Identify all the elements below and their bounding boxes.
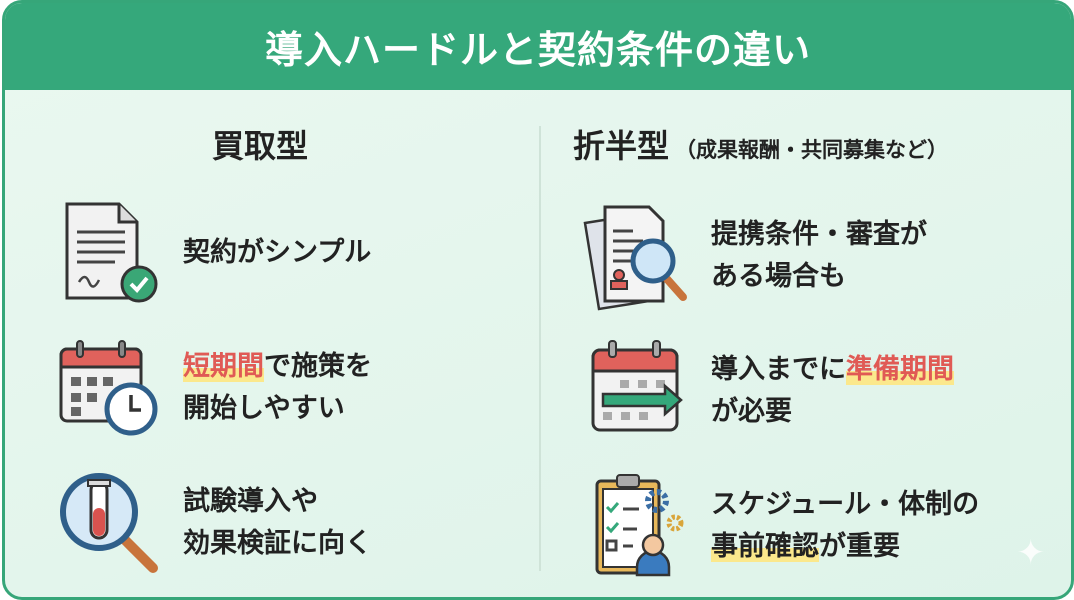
right-item-2: 導入までに準備期間 が必要	[583, 336, 954, 446]
text-line: 効果検証に向く	[183, 523, 372, 565]
text-segment: 提携条件・審査が	[711, 219, 927, 250]
right-item-1: 提携条件・審査が ある場合も	[583, 201, 927, 311]
left-item-3: 試験導入や 効果検証に向く	[55, 468, 372, 578]
document-review-icon	[583, 201, 693, 311]
text-segment: 試験導入や	[183, 486, 318, 517]
highlighted-text: 準備期間	[846, 354, 954, 385]
left-item-1: 契約がシンプル	[55, 198, 371, 308]
right-heading: 折半型	[573, 127, 670, 165]
calendar-clock-icon	[55, 333, 165, 443]
text-line: 開始しやすい	[183, 388, 372, 430]
text-line: 事前確認が重要	[711, 526, 979, 568]
page-title: 導入ハードルと契約条件の違い	[264, 28, 811, 72]
right-item-3: スケジュール・体制の 事前確認が重要	[583, 471, 979, 581]
text-segment: で施策を	[264, 351, 372, 382]
text-segment: スケジュール・体制の	[711, 489, 980, 520]
right-item-2-text: 導入までに準備期間 が必要	[711, 349, 954, 433]
sparkle-icon: ✦	[1016, 533, 1046, 573]
left-heading: 買取型	[212, 127, 309, 165]
right-item-3-text: スケジュール・体制の 事前確認が重要	[711, 484, 979, 568]
left-item-1-text: 契約がシンプル	[183, 232, 371, 274]
text-segment: 導入までに	[711, 354, 846, 385]
right-item-1-text: 提携条件・審査が ある場合も	[711, 214, 927, 298]
right-column-title: 折半型（成果報酬・共同募集など）	[573, 121, 948, 167]
left-item-2: 短期間で施策を 開始しやすい	[55, 333, 372, 443]
right-subheading: （成果報酬・共同募集など）	[675, 138, 949, 162]
text-segment: が重要	[819, 531, 900, 562]
text-line: 導入までに準備期間	[711, 349, 954, 391]
text-line: ある場合も	[711, 256, 927, 298]
contract-check-icon	[55, 198, 165, 308]
header: 導入ハードルと契約条件の違い	[5, 3, 1071, 90]
text-line: 短期間で施策を	[183, 346, 372, 388]
text-segment: ある場合も	[711, 261, 846, 292]
text-line: 試験導入や	[183, 481, 372, 523]
text-segment: 契約がシンプル	[183, 237, 372, 268]
text-segment: 効果検証に向く	[183, 528, 372, 559]
text-line: スケジュール・体制の	[711, 484, 979, 526]
left-column-title: 買取型	[212, 121, 308, 167]
text-segment: 開始しやすい	[183, 393, 345, 424]
column-divider	[539, 126, 541, 571]
text-line: 提携条件・審査が	[711, 214, 927, 256]
left-item-3-text: 試験導入や 効果検証に向く	[183, 481, 372, 565]
left-item-2-text: 短期間で施策を 開始しやすい	[183, 346, 372, 430]
text-line: が必要	[711, 391, 954, 433]
text-line: 契約がシンプル	[183, 232, 371, 274]
test-tube-magnifier-icon	[55, 468, 165, 578]
highlighted-text: 事前確認	[711, 531, 819, 562]
text-segment: が必要	[711, 396, 792, 427]
checklist-person-icon	[583, 471, 693, 581]
highlighted-text: 短期間	[183, 351, 264, 382]
calendar-arrow-icon	[583, 336, 693, 446]
